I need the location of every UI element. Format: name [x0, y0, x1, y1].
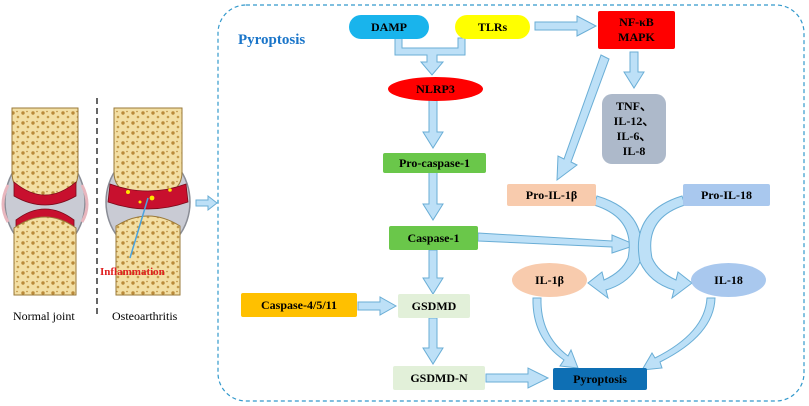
curved-arrow-pro-il18-to-il18 [637, 195, 693, 300]
osteoarthritis-label: Osteoarthritis [112, 309, 178, 323]
gsdmd-n-node: GSDMD-N [393, 366, 485, 390]
cytokine-il8: IL-8 [622, 144, 646, 158]
arrow-caspase1-to-gsdmd [422, 249, 444, 295]
arrow-gsdmd-to-gsdmd-n [422, 317, 444, 365]
tlrs-node: TLRs [455, 15, 530, 39]
cytokines-node: TNF、 IL-12、 IL-6、 IL-8 [602, 94, 666, 164]
pro-il1b-node: Pro-IL-1β [507, 184, 596, 206]
damp-node: DAMP [349, 15, 429, 39]
arrow-nfkb-to-cytokines [623, 51, 645, 89]
panel-title: Pyroptosis [238, 32, 306, 48]
cytokine-tnf: TNF、 [615, 99, 652, 113]
arrow-pro-caspase1-to-caspase1 [422, 171, 444, 221]
arrow-nfkb-to-pro-il1b [556, 54, 610, 182]
inflammation-label: Inflammation [100, 266, 165, 278]
caspase1-node: Caspase-1 [389, 226, 478, 250]
curved-arrow-il1b-to-pyroptosis [532, 297, 579, 369]
cytokine-il6: IL-6、 [616, 129, 652, 143]
pro-caspase1-node: Pro-caspase-1 [383, 153, 486, 173]
pathway-panel-border [217, 4, 805, 402]
arrow-gsdmd-n-to-pyroptosis [485, 367, 550, 389]
pyroptosis-node: Pyroptosis [553, 368, 647, 390]
pro-il18-node: Pro-IL-18 [683, 184, 770, 206]
mapk-label: MAPK [618, 30, 655, 44]
joint-to-panel-arrow [195, 194, 218, 212]
nlrp3-node: NLRP3 [388, 77, 483, 101]
gsdmd-node: GSDMD [398, 294, 470, 318]
il18-node: IL-18 [691, 263, 766, 297]
osteoarthritis-joint-illustration [105, 107, 191, 296]
arrow-tlrs-to-nfkb [534, 15, 598, 37]
arrow-nlrp3-to-pro-caspase1 [422, 99, 444, 149]
normal-joint-illustration [1, 107, 89, 296]
arrow-caspase1-to-cleavage [477, 232, 638, 254]
il1b-node: IL-1β [512, 263, 587, 297]
nfkb-mapk-node: NF-κB MAPK [598, 11, 675, 49]
merge-arrow-to-nlrp3 [394, 37, 466, 76]
curved-arrow-il18-to-pyroptosis [641, 297, 716, 371]
nfkb-label: NF-κB [619, 15, 654, 29]
caspase-4-5-11-node: Caspase-4/5/11 [241, 293, 357, 317]
arrow-caspase4511-to-gsdmd [357, 296, 398, 316]
cytokine-il12: IL-12、 [613, 114, 655, 128]
normal-joint-label: Normal joint [13, 309, 75, 323]
